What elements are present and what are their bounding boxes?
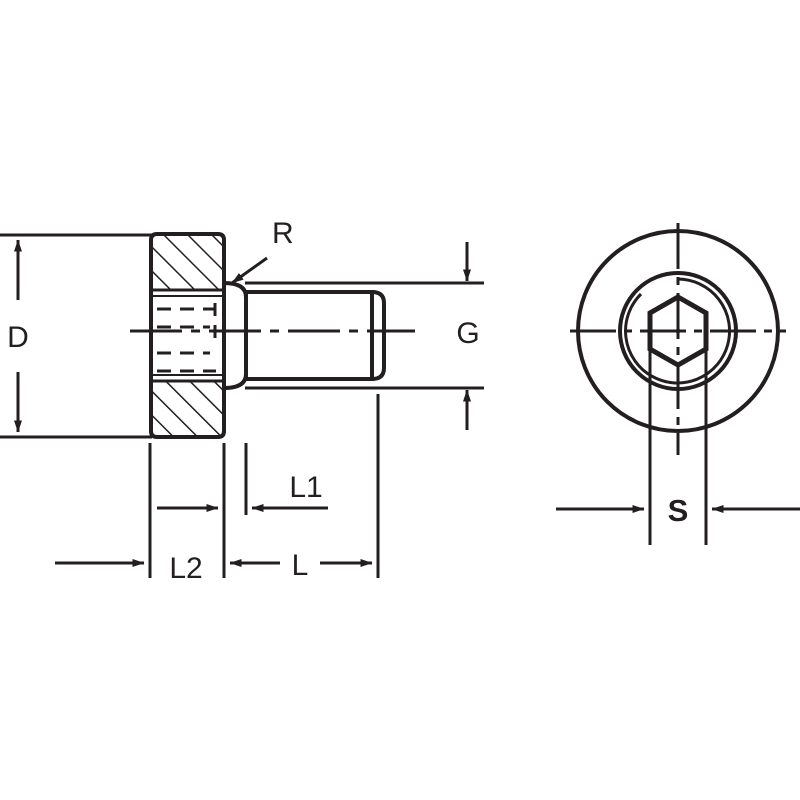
dimension-label-S: S: [668, 493, 689, 528]
length-extension-lines: [148, 394, 380, 578]
screw-head: [149, 232, 226, 439]
dimension-S: S: [556, 349, 800, 545]
dimension-label-L1: L1: [289, 471, 322, 504]
dimension-label-D: D: [7, 321, 29, 354]
head-hatch-bottom: [151, 381, 224, 437]
fillet-radius-bottom: [223, 373, 248, 390]
dimension-L2: L2: [55, 504, 219, 585]
dimension-L1: L1: [251, 471, 328, 512]
thread-minor-rect: [244, 290, 374, 381]
dimension-label-L: L: [292, 549, 309, 582]
r-leader-line: [231, 256, 268, 285]
end-view-group: S: [556, 223, 800, 545]
dimension-label-L2: L2: [169, 552, 202, 585]
dimension-G: G: [410, 242, 484, 430]
annotation-R: R: [231, 217, 294, 285]
head-outline: [149, 232, 226, 439]
end-view-center-point: [675, 328, 681, 334]
head-hatch-top: [151, 234, 224, 290]
dimension-D: D: [0, 233, 152, 439]
dimension-label-R: R: [272, 217, 294, 250]
dimension-label-G: G: [456, 317, 479, 350]
thread-runout-cap: [366, 290, 386, 381]
side-view-group: D: [0, 217, 484, 585]
socket-inner-arc: [624, 277, 731, 385]
fillet-radius-top: [223, 281, 248, 298]
dimension-L: L: [229, 549, 373, 582]
screw-shank: [223, 281, 480, 390]
